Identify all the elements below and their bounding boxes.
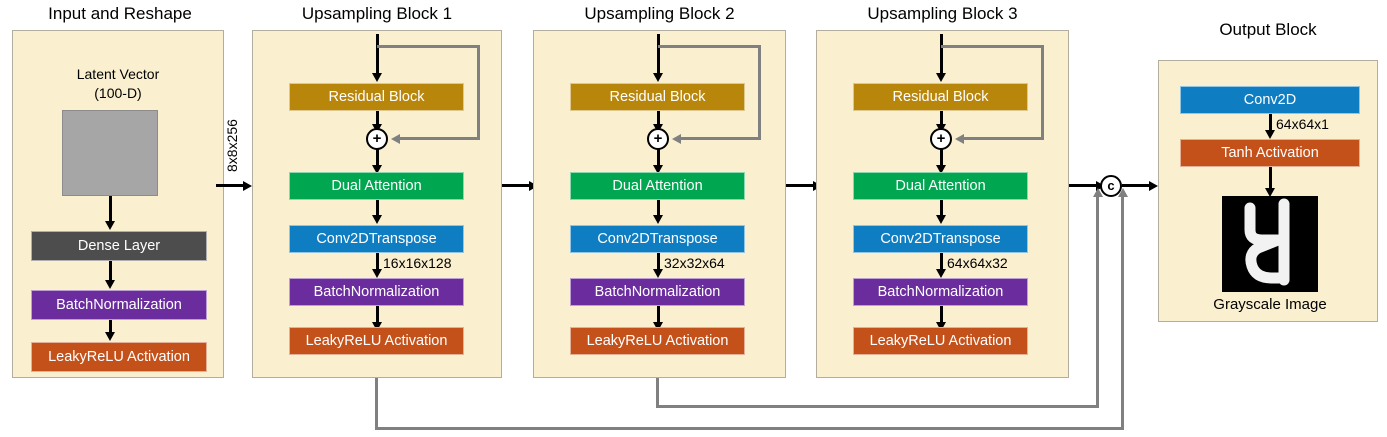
up1-layer-attention: Dual Attention [289,172,464,200]
up2-skip-right [758,45,761,139]
up3-layer-lrelu: LeakyReLU Activation [853,327,1028,355]
up3-layer-attention: Dual Attention [853,172,1028,200]
generated-sample-caption: Grayscale Image [1213,296,1327,313]
up1-shape-label: 16x16x128 [383,255,452,271]
layer-lrelu-input: LeakyReLU Activation [31,342,207,372]
skip2-bottom-run [656,405,1099,408]
output-layer-tanh: Tanh Activation [1180,139,1360,167]
shape-label-8x8x256: 8x8x256 [224,119,240,172]
up3-skip-top [941,45,1044,48]
up3-skip-into-add [963,137,1044,140]
up1-add-node: + [366,127,388,150]
latent-vector-box [62,110,158,196]
arrow-batchnorm-to-lrelu [108,320,112,333]
layer-batchnorm-input: BatchNormalization [31,290,207,320]
up1-layer-batchnorm: BatchNormalization [289,278,464,306]
up1-arrow-batchnorm-to-lrelu [375,306,379,323]
up1-arrow-residual-to-add [375,111,379,125]
latent-vector-label-line1: Latent Vector [76,66,160,82]
up3-arrow-in-to-residual [939,34,943,74]
skip1-down-from-up1 [375,378,378,430]
up2-arrow-conv-to-batchnorm [656,253,660,270]
up2-shape-label: 32x32x64 [664,255,725,271]
up3-arrow-add-to-attention [939,149,943,166]
output-arrow-conv-to-tanh [1268,114,1272,131]
up1-arrow-in-to-residual [375,34,379,74]
up3-layer-batchnorm: BatchNormalization [853,278,1028,306]
layer-dense: Dense Layer [31,231,207,261]
input-block-panel [12,30,224,378]
up3-layer-residual: Residual Block [853,83,1028,111]
output-block-title: Output Block [1219,20,1317,39]
up1-skip-right [477,45,480,139]
up1-arrow-conv-to-batchnorm [375,253,379,270]
skip1-up-into-concat [1121,196,1124,427]
up2-layer-residual: Residual Block [570,83,745,111]
sample-glyph-svg [1222,196,1318,292]
up2-layer-batchnorm: BatchNormalization [570,278,745,306]
up2-arrow-add-to-attention [656,149,660,166]
up1-layer-lrelu: LeakyReLU Activation [289,327,464,355]
latent-vector-label-line2: (100-D) [94,85,142,101]
up1-layer-residual: Residual Block [289,83,464,111]
up3-arrow-batchnorm-to-lrelu [939,306,943,323]
up3-layer-conv2dtranspose: Conv2DTranspose [853,225,1028,253]
arrow-latent-to-dense [108,196,112,222]
up3-skip-right [1041,45,1044,139]
up2-add-node: + [647,127,669,150]
arrow-dense-to-batchnorm [108,261,112,281]
up2-skip-top [658,45,761,48]
skip1-bottom-run [375,427,1124,430]
skip2-down-from-up2 [656,378,659,408]
up1-layer-conv2dtranspose: Conv2DTranspose [289,225,464,253]
arrow-up1-to-up2 [502,184,530,187]
output-shape-label: 64x64x1 [1276,116,1329,132]
output-arrow-tanh-to-image [1268,167,1272,189]
up1-skip-top [377,45,480,48]
arrow-input-to-up1 [216,184,244,187]
up3-arrow-attention-to-conv [939,200,943,216]
up3-arrow-conv-to-batchnorm [939,253,943,270]
output-layer-conv2d: Conv2D [1180,86,1360,114]
up2-arrow-attention-to-conv [656,200,660,216]
up2-arrow-batchnorm-to-lrelu [656,306,660,323]
up1-skip-into-add [399,137,480,140]
arrow-up2-to-up3 [786,184,814,187]
up2-skip-into-add [680,137,761,140]
up3-arrow-residual-to-add [939,111,943,125]
up3-add-node: + [930,127,952,150]
up2-layer-conv2dtranspose: Conv2DTranspose [570,225,745,253]
up3-shape-label: 64x64x32 [947,255,1008,271]
generated-sample-image [1222,196,1318,292]
up1-arrow-add-to-attention [375,149,379,166]
up2-arrow-in-to-residual [656,34,660,74]
up3-block-title: Upsampling Block 3 [867,4,1018,23]
up1-block-title: Upsampling Block 1 [301,4,453,23]
input-block-title: Input and Reshape [48,4,192,23]
arrow-concat-to-output [1122,184,1150,187]
up2-layer-lrelu: LeakyReLU Activation [570,327,745,355]
up2-arrow-residual-to-add [656,111,660,125]
up1-arrow-attention-to-conv [375,200,379,216]
up2-layer-attention: Dual Attention [570,172,745,200]
up2-block-title: Upsampling Block 2 [584,4,735,23]
skip2-up-into-concat [1096,196,1099,405]
arrow-up3-to-concat [1069,184,1097,187]
concat-node: c [1100,174,1122,197]
